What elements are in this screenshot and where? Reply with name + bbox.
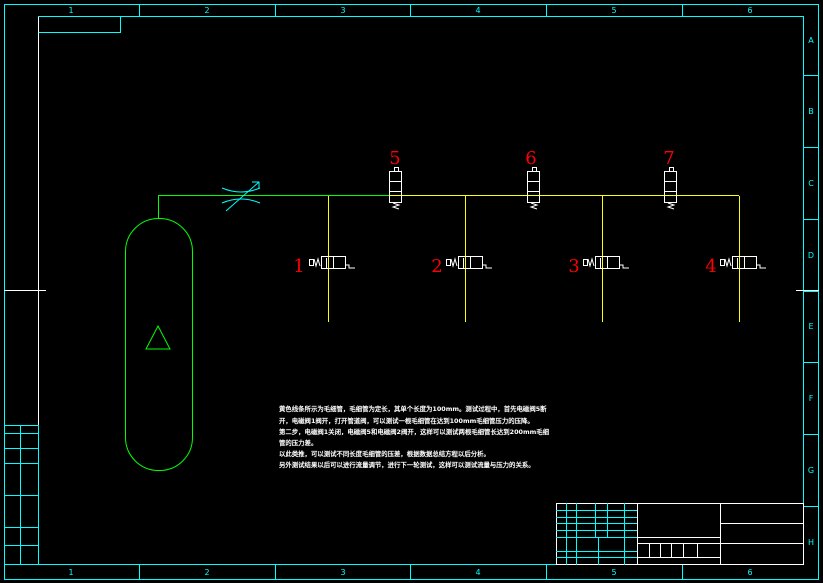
valve-label-1: 1 <box>293 256 304 277</box>
col-label-top-2: 2 <box>204 6 209 15</box>
valve-body <box>527 171 540 203</box>
solenoid-valve-bottom-3 <box>583 256 629 269</box>
solenoid-icon <box>720 259 725 266</box>
exhaust-icon <box>619 264 629 269</box>
outer-border <box>4 4 819 580</box>
valve-body <box>664 171 677 203</box>
inner-border <box>38 16 804 565</box>
row-label-g: G <box>808 466 814 475</box>
triangle-icon <box>145 324 171 350</box>
variable-throttle-icon <box>221 181 261 212</box>
valve-label-2: 2 <box>431 256 442 277</box>
valve-label-6: 6 <box>525 148 536 169</box>
spring-icon <box>587 257 595 268</box>
row-label-a: A <box>808 36 814 45</box>
row-label-b: B <box>808 107 814 116</box>
solenoid-icon <box>309 259 314 266</box>
solenoid-valve-top-3 <box>664 167 677 210</box>
col-label-bottom-6: 6 <box>747 568 752 577</box>
row-label-h: H <box>808 538 814 547</box>
note-line-3: 第二步，电磁阀1关闭，电磁阀5和电磁阀2阀开，这样可以测试两根毛细管长达到200… <box>279 427 550 436</box>
solenoid-valve-bottom-1 <box>309 256 355 269</box>
row-label-d: D <box>808 251 814 260</box>
valve-label-7: 7 <box>663 148 674 169</box>
top-valve-group <box>389 167 677 210</box>
column-ticks <box>139 4 683 579</box>
note-line-4: 管的压力差。 <box>279 438 317 447</box>
spring-icon <box>313 257 321 268</box>
col-label-top-1: 1 <box>68 6 73 15</box>
valve-label-5: 5 <box>389 148 400 169</box>
solenoid-valve-bottom-2 <box>446 256 492 269</box>
solenoid-icon <box>532 167 537 172</box>
col-label-top-6: 6 <box>747 6 752 15</box>
spring-icon <box>529 202 539 210</box>
spring-icon <box>391 202 401 210</box>
gas-tank <box>125 218 193 471</box>
valve-label-4: 4 <box>705 256 716 277</box>
spring-icon <box>666 202 676 210</box>
solenoid-icon <box>394 167 399 172</box>
col-label-top-5: 5 <box>611 6 616 15</box>
col-label-bottom-1: 1 <box>68 568 73 577</box>
row-ticks <box>804 75 819 507</box>
note-line-1: 黄色线条所示为毛细管，毛细管为定长，其单个长度为100mm。测试过程中，首先电磁… <box>279 404 547 413</box>
solenoid-icon <box>446 259 451 266</box>
solenoid-valve-bottom-4 <box>720 256 766 269</box>
solenoid-icon <box>583 259 588 266</box>
note-line-6: 另外测试结果以后可以进行流量调节，进行下一轮测试，这样可以测试流量与压力的关系。 <box>279 460 535 469</box>
col-label-bottom-3: 3 <box>340 568 345 577</box>
solenoid-icon <box>669 167 674 172</box>
col-label-bottom-5: 5 <box>611 568 616 577</box>
row-label-e: E <box>808 322 813 331</box>
zone-strips <box>38 16 804 565</box>
row-label-f: F <box>809 394 814 403</box>
col-label-bottom-4: 4 <box>475 568 480 577</box>
valve-label-3: 3 <box>568 256 579 277</box>
solenoid-valve-top-2 <box>527 167 540 210</box>
supply-line <box>158 195 390 218</box>
exhaust-icon <box>345 264 355 269</box>
exhaust-icon <box>756 264 766 269</box>
left-revision-block <box>4 425 39 565</box>
title-block <box>556 503 804 565</box>
top-left-label-box <box>38 16 121 33</box>
col-label-top-3: 3 <box>340 6 345 15</box>
title-block-grid <box>556 503 637 565</box>
valve-body <box>389 171 402 203</box>
row-label-c: C <box>808 179 814 188</box>
bottom-valve-group <box>309 256 766 269</box>
spring-icon <box>724 257 732 268</box>
col-label-top-4: 4 <box>475 6 480 15</box>
note-line-2: 开，电磁阀1阀开，打开管道阀，可以测试一根毛细管在达到100mm毛细管压力的压降… <box>279 416 534 425</box>
col-label-bottom-2: 2 <box>204 568 209 577</box>
spring-icon <box>450 257 458 268</box>
solenoid-valve-top-1 <box>389 167 402 210</box>
exhaust-icon <box>482 264 492 269</box>
note-line-5: 以此类推，可以测试不同长度毛细管的压差，根据数据总结方程以后分析。 <box>279 449 490 458</box>
capillary-branches <box>328 196 740 322</box>
